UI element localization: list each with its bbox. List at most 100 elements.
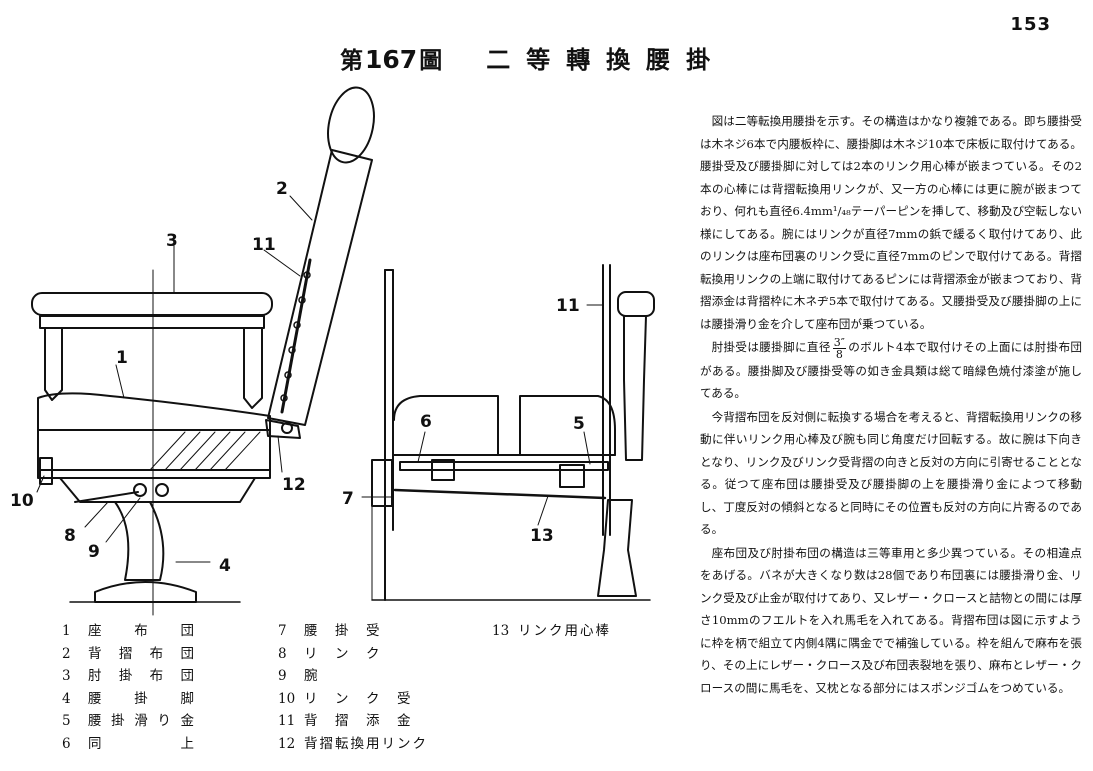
legend-label: 背摺布団	[88, 645, 196, 662]
link-receiver	[39, 457, 53, 485]
paragraph-armrest-end: のボルト4本で取付けその上面には肘掛布団がある。腰掛脚及び腰掛受等の如き金具類は…	[700, 340, 1082, 400]
figure-title-prefix: 第	[340, 47, 363, 74]
link-pin	[281, 422, 293, 434]
legend-label: 腰掛脚	[88, 690, 196, 707]
legend-number: 11	[278, 713, 296, 729]
armrest-rear-post	[243, 327, 263, 409]
callout-5: 5	[573, 414, 585, 434]
legend-item: 6 同 上	[62, 733, 202, 756]
legend-column-1: 1 座布団 2 背摺布団 3 肘掛布団 4 腰掛脚 5 腰掛滑り金 6 同 上	[62, 620, 202, 755]
pivot-link-shaft	[155, 483, 169, 497]
seat-diagram: 1 2 3 4 5 6 7 8 9 10 11 12 13 11	[10, 86, 655, 616]
backrest-cushion	[267, 149, 373, 426]
callout-9: 9	[88, 542, 100, 562]
front-seat-cushion-right	[519, 395, 616, 456]
front-seat-receiver	[371, 459, 393, 507]
front-armrest-post	[623, 315, 647, 461]
description-text: 図は二等転換用腰掛を示す。その構造はかなり複雑である。即ち腰掛受は木ネジ6本で内…	[700, 110, 1082, 700]
legend-number: 5	[62, 713, 71, 729]
legend-label: 背摺転換用リンク	[304, 735, 428, 752]
seat-receiver	[59, 477, 256, 503]
armrest-front-post	[44, 327, 63, 401]
front-leader-lines	[361, 304, 604, 526]
legend-number: 12	[278, 735, 296, 752]
front-bracket-right	[559, 464, 585, 488]
figure-name: 二等轉換腰掛	[486, 45, 727, 74]
bar-bolts	[280, 271, 311, 402]
legend-number: 8	[278, 645, 287, 662]
seat-leg-column	[114, 501, 165, 581]
fraction: 3″8	[832, 335, 846, 361]
figure-number: 167	[365, 45, 418, 74]
callout-13: 13	[530, 526, 554, 546]
pivot-arm	[133, 483, 147, 497]
legend-item: 8 リ ン ク	[278, 643, 448, 666]
front-armrest-cushion	[617, 291, 655, 317]
figure-title: 第 167 圖 二等轉換腰掛	[340, 40, 726, 76]
frame-hatching	[149, 431, 261, 471]
callout-11: 11	[252, 235, 276, 255]
legend-item: 13 リンク用心棒	[492, 620, 652, 643]
armrest-base	[39, 315, 265, 329]
seat-cushion	[37, 392, 271, 431]
callout-2: 2	[276, 179, 288, 199]
legend-label: リ ン ク 受	[304, 690, 413, 707]
seat-sliding-plate	[37, 469, 271, 479]
link	[74, 491, 139, 503]
legend-item: 7 腰 掛 受	[278, 620, 448, 643]
side-leader-lines	[36, 195, 313, 563]
seat-leg-foot	[94, 581, 197, 603]
front-view	[361, 264, 655, 601]
callout-11-front: 11	[556, 296, 580, 316]
callout-10: 10	[10, 491, 34, 511]
legend-number: 7	[278, 623, 287, 639]
legend-label: 座布団	[88, 623, 196, 639]
legend-item: 2 背摺布団	[62, 643, 202, 666]
side-view	[31, 86, 375, 616]
page-number: 153	[1010, 14, 1051, 35]
legend-item: 4 腰掛脚	[62, 688, 202, 711]
fraction-numerator: 3″	[832, 335, 846, 349]
front-link-shaft	[393, 488, 607, 500]
legend-label: 背 摺 添 金	[304, 713, 413, 729]
legend-item: 3 肘掛布団	[62, 665, 202, 688]
legend-label: リ ン ク	[304, 645, 382, 662]
callout-numbers: 1 2 3 4 5 6 7 8 9 10 11 12 13 11	[10, 179, 585, 576]
legend-number: 13	[492, 623, 510, 639]
legend-number: 4	[62, 690, 71, 707]
legend-column-3: 13 リンク用心棒	[492, 620, 652, 643]
paragraph-armrest-start: 肘掛受は腰掛脚に直径	[711, 340, 831, 354]
legend-number: 2	[62, 645, 71, 662]
legend-label: 腕	[304, 668, 320, 684]
paragraph-conversion: 今背摺布団を反対側に転換する場合を考えると、背摺転換用リンクの移動に伴いリンク用…	[700, 409, 1082, 537]
legend-item: 12 背摺転換用リンク	[278, 733, 448, 756]
seat-frame	[37, 429, 271, 471]
figure-title-suffix: 圖	[419, 47, 443, 74]
callout-7: 7	[342, 489, 354, 509]
legend-number: 3	[62, 668, 71, 684]
legend-item: 11 背 摺 添 金	[278, 710, 448, 733]
fraction-denominator: 8	[835, 347, 843, 361]
front-bracket-left	[431, 459, 455, 481]
parts-legend: 1 座布団 2 背摺布団 3 肘掛布団 4 腰掛脚 5 腰掛滑り金 6 同 上 7 腰 掛 受…	[62, 620, 662, 760]
callout-4: 4	[219, 556, 231, 576]
legend-label: 肘掛布団	[88, 668, 196, 684]
paragraph-structure: 図は二等転換用腰掛を示す。その構造はかなり複雑である。即ち腰掛受は木ネジ6本で内…	[700, 114, 1082, 331]
callout-1: 1	[116, 348, 128, 368]
legend-number: 6	[62, 735, 71, 752]
legend-number: 1	[62, 623, 71, 639]
paragraph-cushion: 座布団及び肘掛布団の構造は三等車用と多少異つている。その相違点をあげる。バネが大…	[700, 545, 1082, 695]
legend-label: 腰掛滑り金	[88, 713, 196, 729]
callout-6: 6	[420, 412, 432, 432]
legend-number: 9	[278, 668, 287, 684]
legend-label: リンク用心棒	[518, 623, 611, 639]
callout-3: 3	[166, 231, 178, 251]
legend-item: 5 腰掛滑り金	[62, 710, 202, 733]
legend-label: 腰 掛 受	[304, 623, 382, 639]
legend-label: 同 上	[88, 735, 196, 752]
callout-8: 8	[64, 526, 76, 546]
armrest-cushion	[31, 292, 273, 316]
